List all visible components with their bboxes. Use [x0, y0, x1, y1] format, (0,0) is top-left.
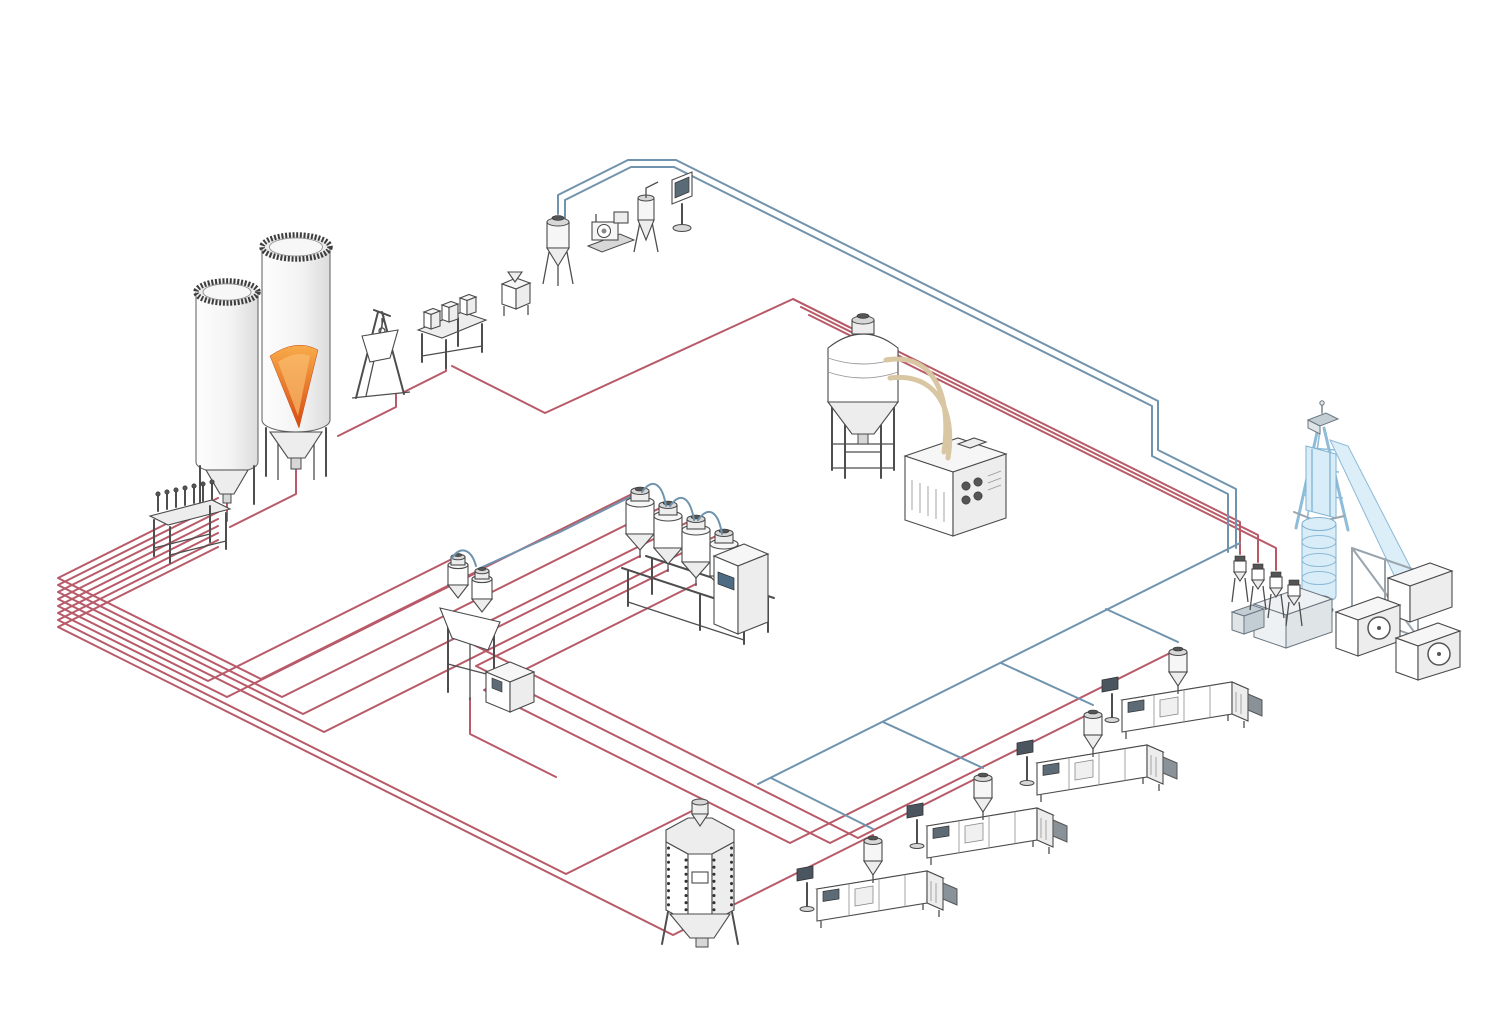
vacuum-loops-front	[451, 482, 723, 567]
film-winder-2	[1394, 622, 1462, 681]
material-pipes-bundle-left	[57, 489, 874, 936]
drying-hopper-large	[826, 313, 900, 479]
blending-station	[416, 293, 488, 369]
storage-silo-left	[193, 278, 261, 505]
film-blowing-line	[1230, 400, 1462, 681]
material-pipes-overhead	[226, 298, 1277, 571]
storage-silo-right	[259, 232, 333, 480]
cabinet-display	[717, 571, 735, 591]
film-web	[1305, 445, 1337, 519]
flex-hose-1	[883, 356, 949, 455]
big-bag-unloading-frame	[351, 309, 411, 399]
hopper-loader-station	[542, 215, 574, 286]
pipe-coupling-station	[148, 479, 232, 564]
octagonal-blending-silo	[661, 798, 739, 948]
dosing-control-box	[484, 661, 536, 713]
silo-label-plate	[691, 871, 709, 884]
dryer-cabinet	[903, 437, 1008, 537]
dryer-gauge	[961, 481, 971, 491]
auxiliary-box	[1386, 562, 1454, 623]
compact-dosing-unit	[500, 271, 532, 316]
vacuum-pump-unit	[586, 211, 636, 253]
flex-hose-2	[887, 374, 953, 461]
bank-control-cabinet	[712, 543, 770, 635]
cyclone-separator	[633, 181, 659, 253]
vacuum-pipes	[477, 159, 1241, 830]
coupling-pipes	[155, 479, 215, 512]
film-die-extruder	[1230, 587, 1334, 649]
mobile-control-panel	[671, 171, 693, 232]
